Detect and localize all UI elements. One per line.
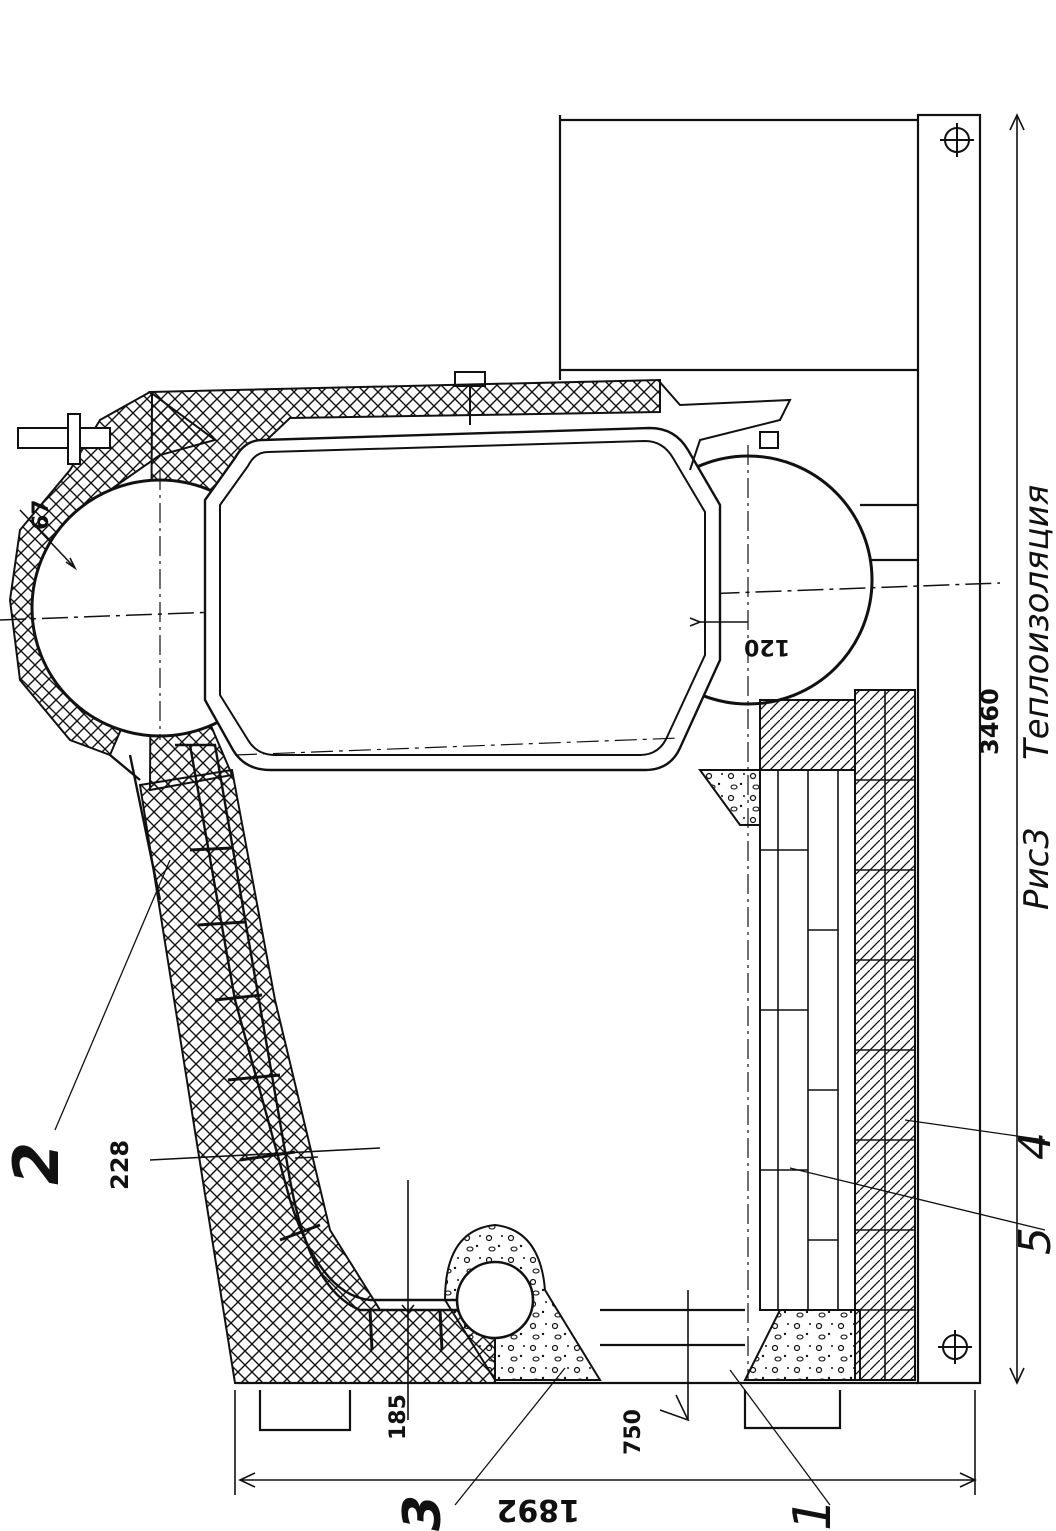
drum-centerline — [0, 582, 1001, 621]
callout-3: 3 — [393, 1495, 453, 1531]
steam-nozzle — [17, 413, 111, 465]
figure-caption-title: Теплоизоляция — [1017, 485, 1056, 760]
tube-bundle-outer — [203, 426, 722, 772]
callout-4: 4 — [1010, 1132, 1056, 1160]
dim-drum-offset: 120 — [744, 634, 790, 659]
corner-filler-right — [743, 1309, 861, 1381]
callout-1: 1 — [783, 1498, 843, 1531]
bolt-top-icon — [940, 123, 974, 157]
dimension-lines — [19, 113, 1025, 1495]
dim-bottom-insulation: 185 — [386, 1394, 411, 1440]
base-frame — [558, 113, 982, 1385]
figure-caption-number: Рис3 — [1017, 827, 1056, 910]
dim-top-insulation: 67 — [29, 499, 54, 530]
callout-5: 5 — [1010, 1227, 1056, 1255]
tube-bundle-inner — [219, 439, 706, 756]
callout-2: 2 — [0, 1142, 73, 1185]
top-casing — [454, 371, 792, 471]
insulation-side-wall — [138, 768, 496, 1384]
furnace-wall — [109, 743, 490, 1312]
corner-filler-top — [698, 769, 761, 826]
dim-overall-length: 3460 — [976, 688, 1004, 755]
brick-wall — [759, 689, 916, 1381]
bolt-bottom-icon — [938, 1330, 972, 1364]
lower-collector — [443, 1223, 602, 1381]
bottom-opening — [235, 1308, 918, 1432]
callout-leaders — [54, 859, 1046, 1506]
dim-overall-height: 1892 — [497, 1492, 581, 1527]
dim-level: 750 — [621, 1409, 646, 1455]
dim-side-insulation: 228 — [106, 1140, 134, 1190]
